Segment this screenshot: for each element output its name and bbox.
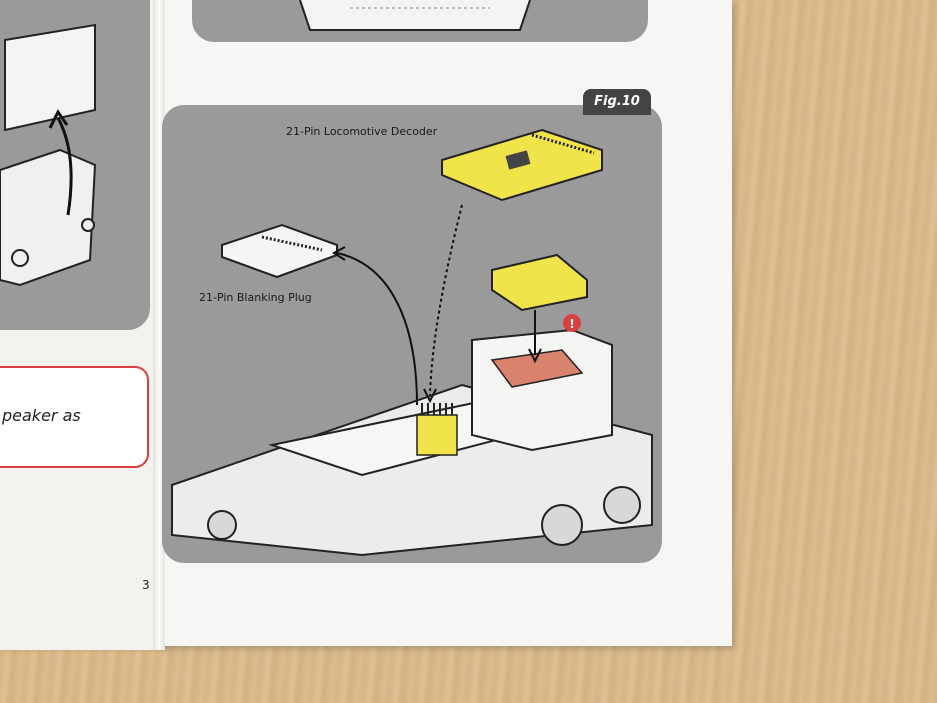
callout-text: peaker as	[2, 406, 81, 425]
previous-figure-drawing	[0, 23, 97, 287]
previous-figure-drawing-top	[299, 0, 531, 31]
speaker-clip	[491, 253, 588, 312]
figure-tab: Fig.10	[583, 89, 651, 115]
locomotive-decoder	[441, 128, 603, 202]
warning-icon	[563, 314, 581, 332]
decoder-label: 21-Pin Locomotive Decoder	[286, 125, 438, 138]
warning-glyph: !	[569, 317, 574, 331]
callout-box	[0, 366, 149, 468]
insert-decoder-arrow	[429, 204, 463, 396]
remove-plug-arrow	[336, 252, 418, 406]
page-number: 3	[142, 578, 150, 592]
left-manual-page: peaker as 3	[0, 0, 165, 650]
blanking-plug	[221, 223, 338, 279]
blanking-plug-label: 21-Pin Blanking Plug	[199, 291, 312, 304]
decoder-socket-pins	[416, 403, 458, 456]
figure-illustration: !	[171, 128, 653, 557]
motor-housing	[471, 328, 613, 452]
